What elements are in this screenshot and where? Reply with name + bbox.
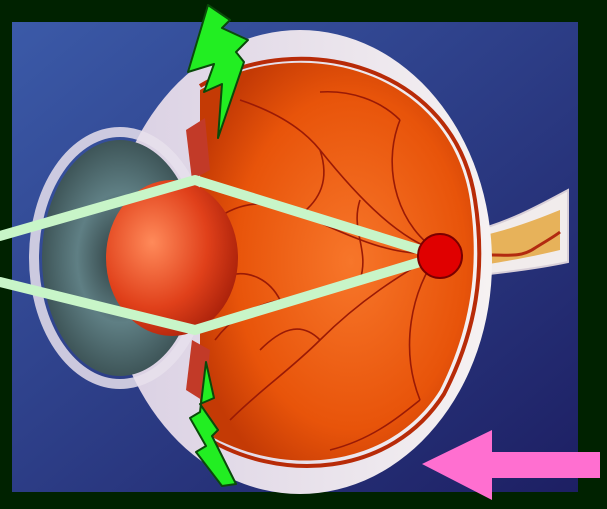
focal-point: [418, 234, 462, 278]
